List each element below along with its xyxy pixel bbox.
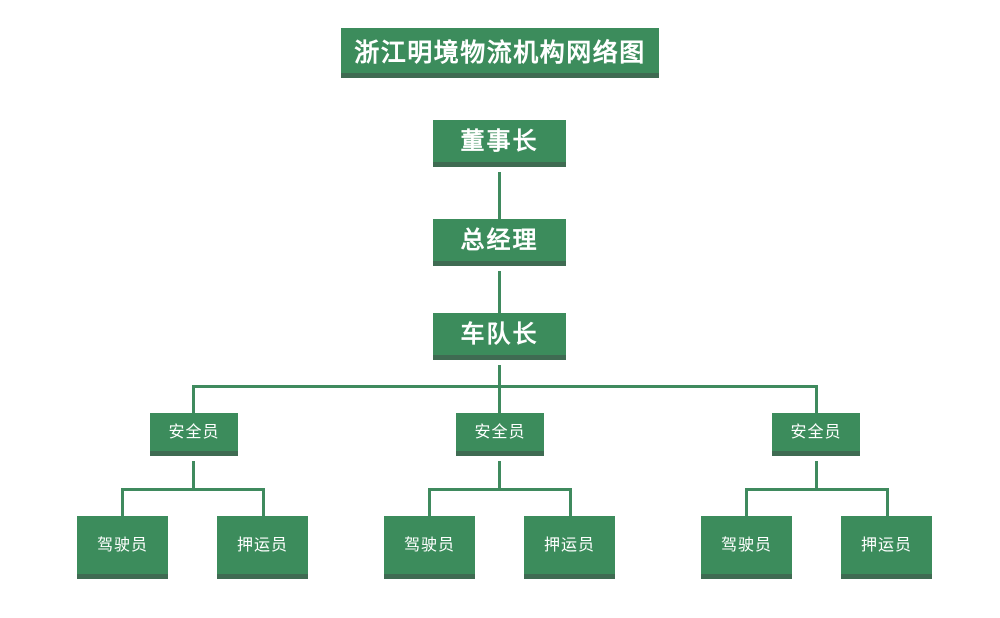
chart-title-banner: 浙江明境物流机构网络图	[341, 28, 659, 78]
node-chairman[interactable]: 董事长	[433, 120, 566, 167]
node-general-manager[interactable]: 总经理	[433, 219, 566, 266]
node-escort-3[interactable]: 押运员	[841, 516, 932, 579]
connector-drop-escort-1	[262, 488, 265, 516]
connector-drop-driver-2	[428, 488, 431, 516]
node-fleet-captain[interactable]: 车队长	[433, 313, 566, 360]
connector-chairman-to-gm	[498, 172, 501, 219]
connector-fleet-drop	[498, 365, 501, 387]
connector-safety-1-drop	[192, 461, 195, 488]
node-driver-1[interactable]: 驾驶员	[77, 516, 168, 579]
connector-drop-escort-3	[886, 488, 889, 516]
node-escort-1[interactable]: 押运员	[217, 516, 308, 579]
connector-safety-3-bus	[745, 488, 889, 491]
connector-gm-to-fleet	[498, 271, 501, 313]
node-driver-2[interactable]: 驾驶员	[384, 516, 475, 579]
connector-fleet-bus	[192, 385, 817, 388]
connector-drop-escort-2	[569, 488, 572, 516]
node-escort-2[interactable]: 押运员	[524, 516, 615, 579]
connector-drop-driver-1	[121, 488, 124, 516]
connector-drop-safety-1	[192, 385, 195, 413]
node-safety-officer-2[interactable]: 安全员	[456, 413, 544, 456]
connector-safety-3-drop	[815, 461, 818, 488]
connector-drop-driver-3	[745, 488, 748, 516]
connector-safety-1-bus	[121, 488, 265, 491]
connector-safety-2-bus	[428, 488, 572, 491]
connector-drop-safety-2	[498, 385, 501, 413]
connector-drop-safety-3	[815, 385, 818, 413]
connector-safety-2-drop	[498, 461, 501, 488]
node-driver-3[interactable]: 驾驶员	[701, 516, 792, 579]
node-safety-officer-1[interactable]: 安全员	[150, 413, 238, 456]
node-safety-officer-3[interactable]: 安全员	[772, 413, 860, 456]
